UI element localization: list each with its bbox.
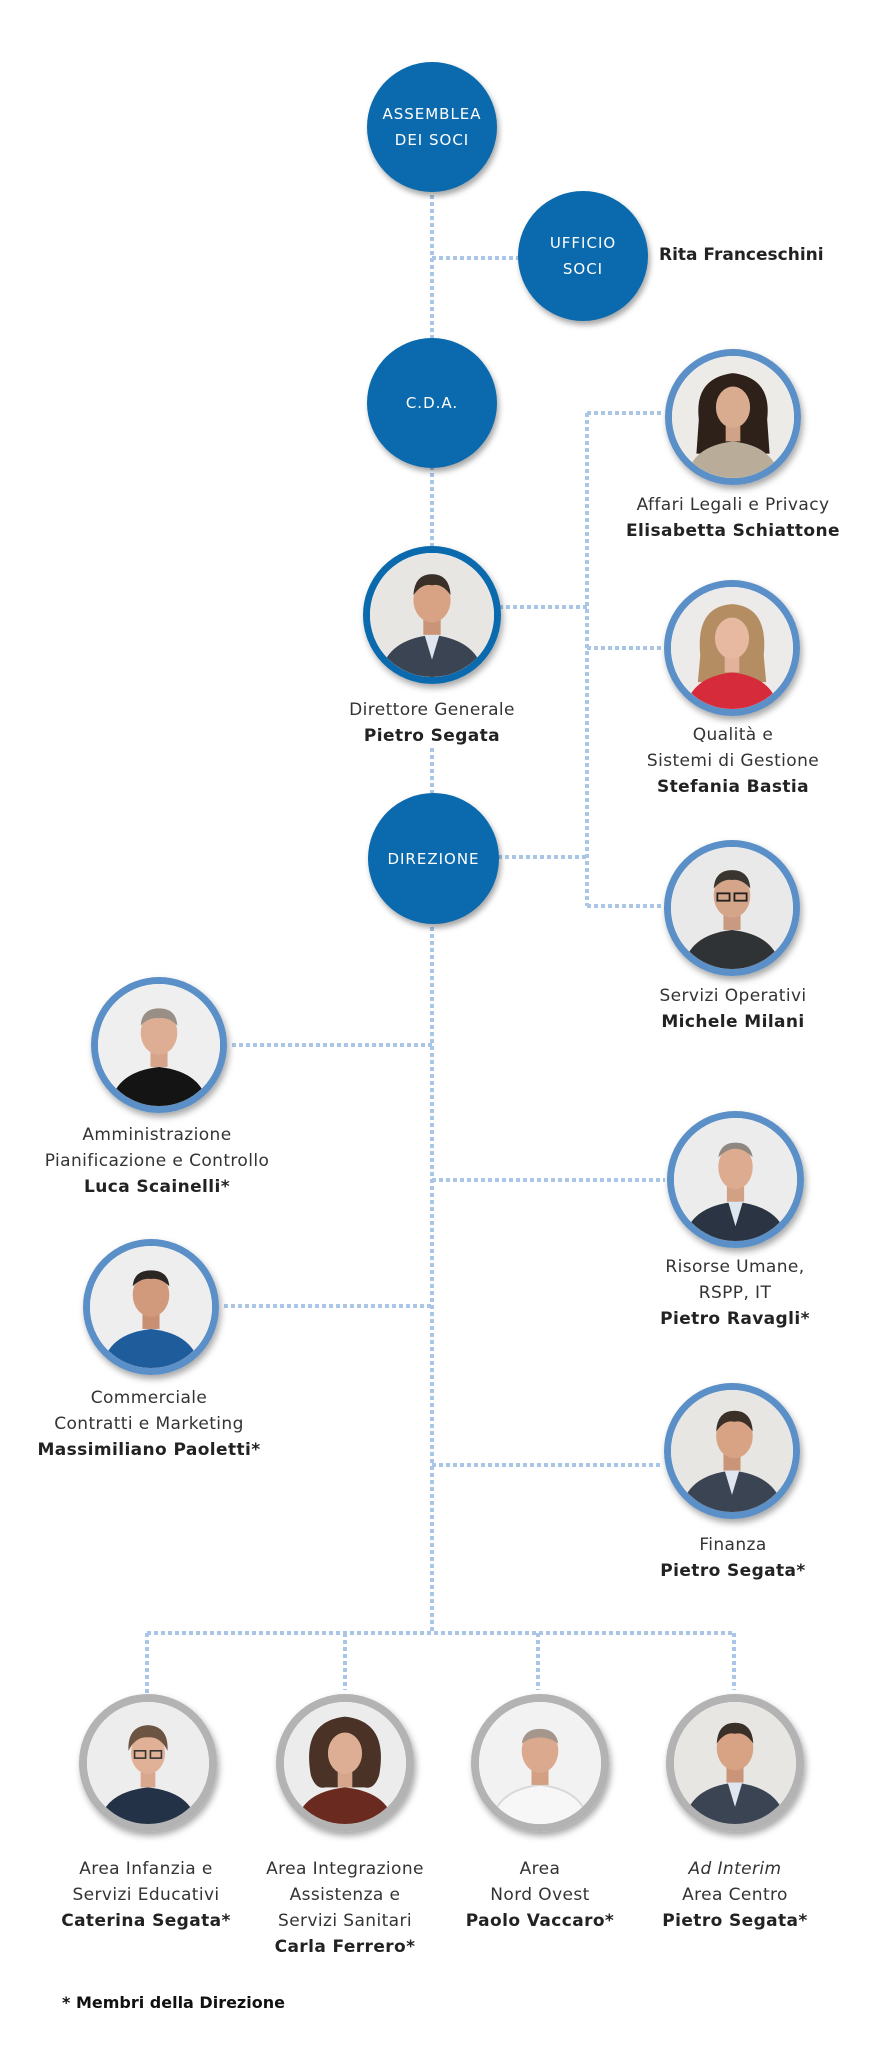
legali-photo	[665, 349, 801, 485]
person-name: Carla Ferrero*	[274, 1937, 416, 1957]
person-name: Pietro Segata*	[660, 1561, 806, 1581]
nordovest-photo	[471, 1694, 609, 1832]
role-line: Area Centro	[682, 1885, 788, 1905]
person-portrait-icon	[671, 1390, 793, 1512]
nordovest-label: Area Nord Ovest Paolo Vaccaro*	[430, 1856, 650, 1934]
role-line: Qualità e	[692, 725, 774, 745]
risorse-photo	[667, 1111, 804, 1248]
servizi-label: Servizi Operativi Michele Milani	[618, 983, 848, 1035]
person-name: Caterina Segata*	[61, 1911, 231, 1931]
assemblea-node: ASSEMBLEA DEI SOCI	[367, 62, 497, 192]
risorse-label: Risorse Umane, RSPP, IT Pietro Ravagli*	[620, 1254, 850, 1332]
role-line: Affari Legali e Privacy	[636, 495, 830, 515]
role-line: Commerciale	[90, 1388, 208, 1408]
integrazione-label: Area Integrazione Assistenza e Servizi S…	[235, 1856, 455, 1960]
role-line: Amministrazione	[82, 1125, 232, 1145]
role-line: Area Integrazione	[266, 1859, 424, 1879]
commerciale-photo	[83, 1239, 219, 1375]
role-line: Servizi Educativi	[72, 1885, 220, 1905]
role-line: Finanza	[699, 1535, 767, 1555]
person-portrait-icon	[674, 1118, 797, 1241]
person-name: Massimiliano Paoletti*	[37, 1440, 261, 1460]
finanza-photo	[664, 1383, 800, 1519]
direttore-photo	[363, 546, 501, 684]
role-line: Sistemi di Gestione	[646, 751, 820, 771]
role-line: Servizi Operativi	[659, 986, 807, 1006]
person-name: Elisabetta Schiattone	[626, 521, 840, 541]
finanza-label: Finanza Pietro Segata*	[618, 1532, 848, 1584]
person-name: Paolo Vaccaro*	[465, 1911, 615, 1931]
person-portrait-icon	[284, 1702, 406, 1824]
person-portrait-icon	[479, 1702, 601, 1824]
interim-line: Ad Interim	[688, 1859, 782, 1879]
person-portrait-icon	[672, 356, 794, 478]
ufficio-soci-name: Rita Franceschini	[659, 245, 824, 265]
person-name: Pietro Segata	[363, 726, 501, 746]
person-portrait-icon	[98, 984, 220, 1106]
commerciale-label: Commerciale Contratti e Marketing Massim…	[24, 1385, 274, 1463]
person-name: Pietro Ravagli*	[660, 1309, 810, 1329]
infanzia-photo	[79, 1694, 217, 1832]
role-line: Area Infanzia e	[79, 1859, 213, 1879]
person-name: Stefania Bastia	[656, 777, 810, 797]
qualita-label: Qualità e Sistemi di Gestione Stefania B…	[618, 722, 848, 800]
ufficio-soci-node: UFFICIO SOCI	[518, 191, 648, 321]
role-line: Assistenza e	[289, 1885, 401, 1905]
person-portrait-icon	[671, 847, 793, 969]
cda-node: C.D.A.	[367, 338, 497, 468]
role-line: Area	[519, 1859, 561, 1879]
legali-label: Affari Legali e Privacy Elisabetta Schia…	[618, 492, 848, 544]
centro-photo	[666, 1694, 804, 1832]
role-line: Pianificazione e Controllo	[44, 1151, 270, 1171]
role-line: Direttore Generale	[349, 700, 515, 720]
qualita-photo	[664, 580, 800, 716]
person-portrait-icon	[87, 1702, 209, 1824]
direzione-node: DIREZIONE	[368, 793, 499, 924]
centro-label: Ad Interim Area Centro Pietro Segata*	[625, 1856, 845, 1934]
role-line: Contratti e Marketing	[54, 1414, 244, 1434]
person-portrait-icon	[370, 553, 494, 677]
person-portrait-icon	[671, 587, 793, 709]
role-line: Risorse Umane,	[665, 1257, 805, 1277]
direttore-label: Direttore Generale Pietro Segata	[332, 697, 532, 749]
person-name: Luca Scainelli*	[83, 1177, 231, 1197]
role-line: RSPP, IT	[698, 1283, 772, 1303]
amministrazione-photo	[91, 977, 227, 1113]
amministrazione-label: Amministrazione Pianificazione e Control…	[32, 1122, 282, 1200]
role-line: Nord Ovest	[490, 1885, 590, 1905]
role-line: Servizi Sanitari	[278, 1911, 412, 1931]
person-portrait-icon	[90, 1246, 212, 1368]
integrazione-photo	[276, 1694, 414, 1832]
servizi-photo	[664, 840, 800, 976]
person-portrait-icon	[674, 1702, 796, 1824]
footnote: * Membri della Direzione	[62, 1993, 285, 2012]
person-name: Michele Milani	[661, 1012, 805, 1032]
person-name: Pietro Segata*	[662, 1911, 808, 1931]
infanzia-label: Area Infanzia e Servizi Educativi Cateri…	[36, 1856, 256, 1934]
